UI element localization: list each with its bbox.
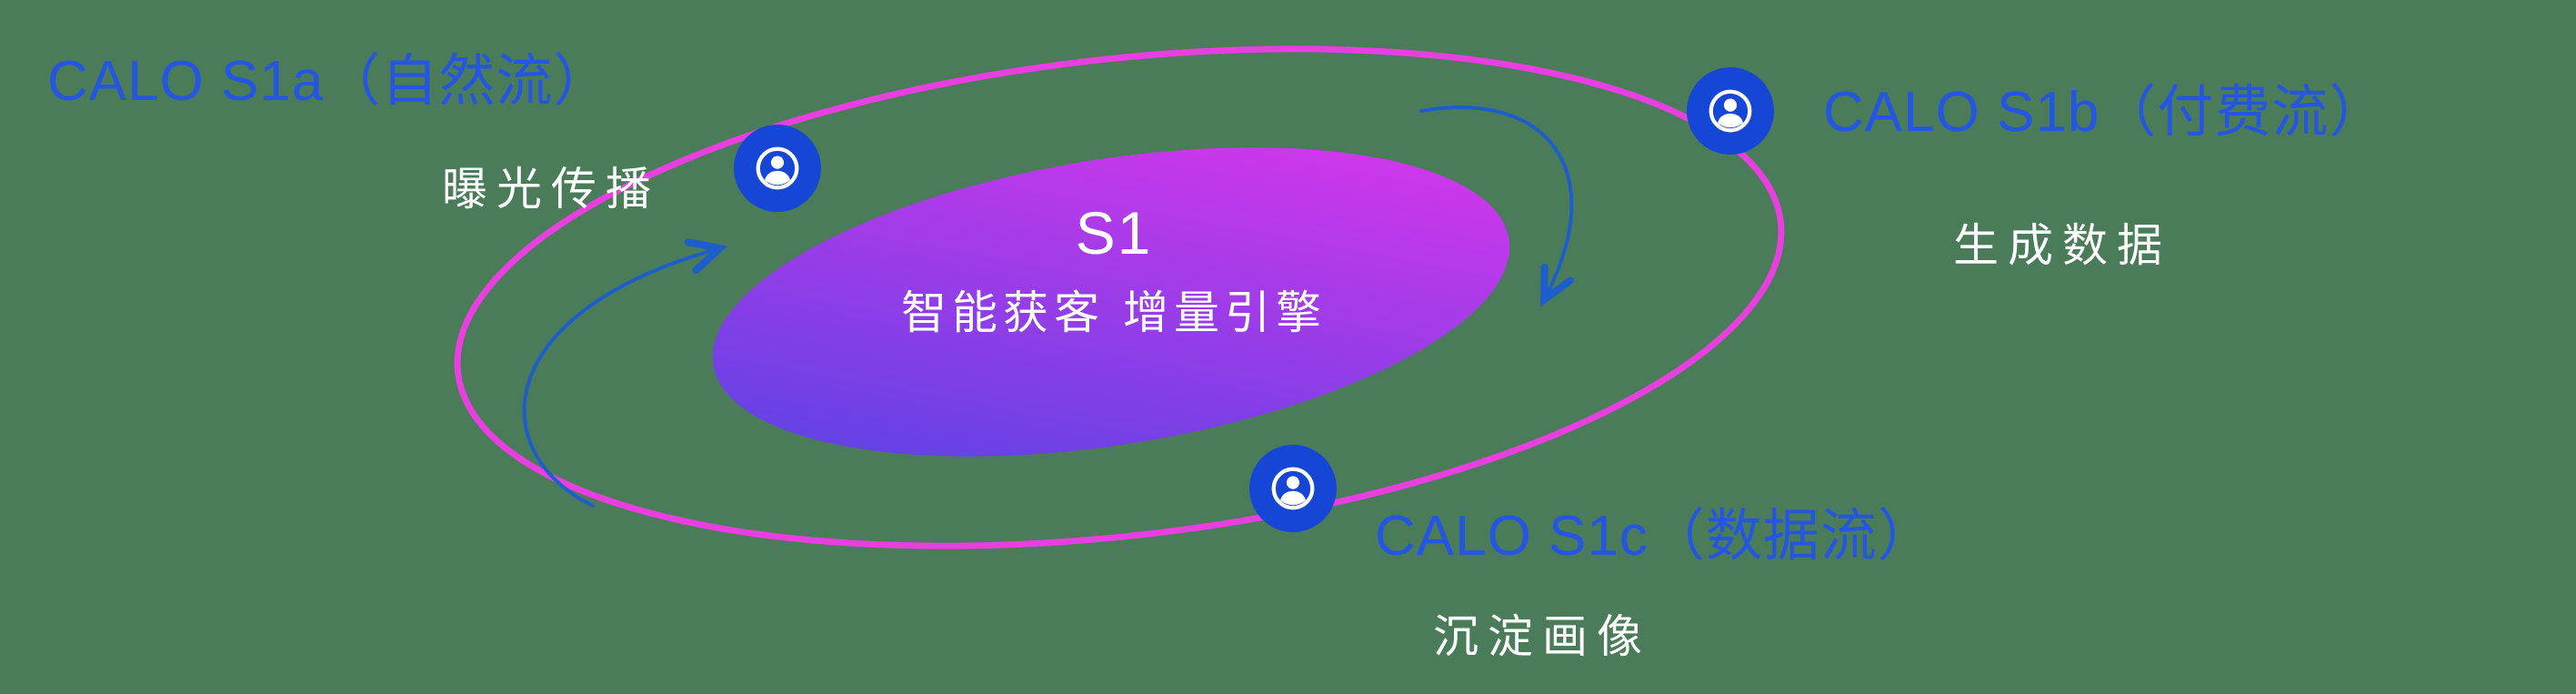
center-gradient-ellipse [712,147,1510,457]
user-icon [756,146,799,190]
node-label-s1c: CALO S1c（数据流） [1375,505,1935,568]
center-subtitle: 智能获客 增量引擎 [901,287,1327,338]
user-icon-s1a [734,125,821,212]
flow-arrow-right [1419,106,1575,307]
node-sublabel-s1b: 生成数据 [1953,220,2171,271]
node-sublabel-s1c: 沉淀画像 [1433,611,1651,662]
node-label-s1b: CALO S1b（付费流） [1823,81,2387,144]
user-icon-s1c [1249,445,1337,532]
user-icon [1709,89,1752,133]
user-icon [1271,467,1315,510]
node-sublabel-s1a: 曝光传播 [442,164,660,215]
center-ellipse-text: S1 智能获客 增量引擎 [841,198,1387,342]
node-label-s1a: CALO S1a（自然流） [47,50,611,113]
flow-arrow-left [522,238,728,508]
user-icon-s1b [1687,67,1774,155]
orbit-ring [454,45,1785,549]
center-title: S1 [1075,199,1153,267]
